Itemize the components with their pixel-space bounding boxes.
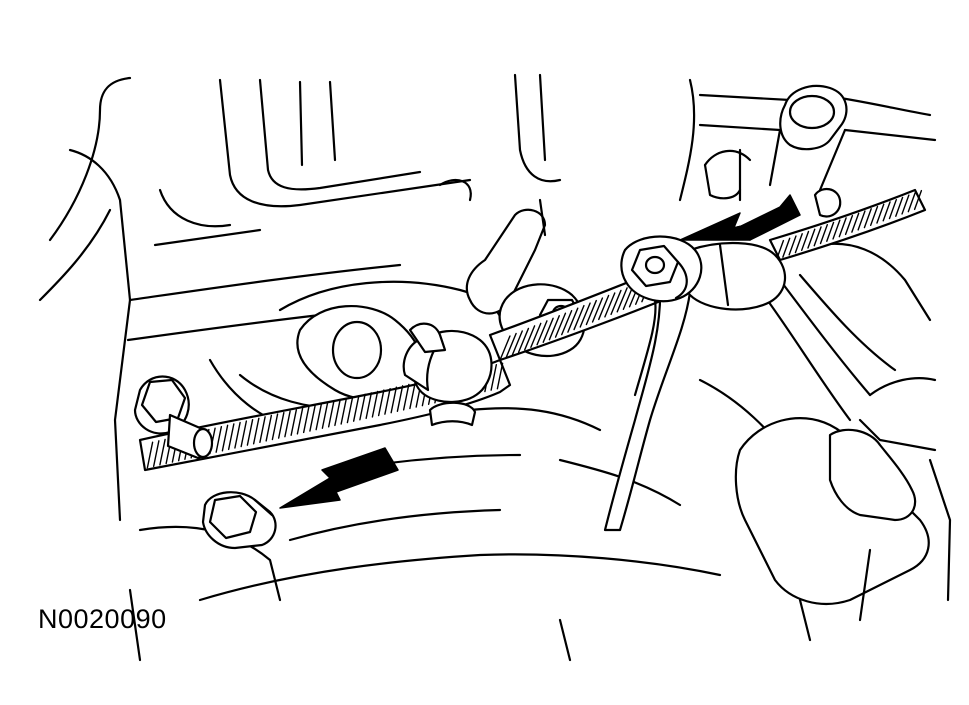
harness-rib xyxy=(530,322,542,348)
harness-rib xyxy=(598,294,610,321)
harness-rib xyxy=(390,386,398,414)
harness-rib xyxy=(536,320,548,346)
harness-rib xyxy=(591,297,604,323)
harness-rib xyxy=(371,390,379,418)
harness-rib xyxy=(844,214,854,236)
harness-rib xyxy=(882,201,891,222)
harness-rib xyxy=(517,327,530,354)
left-stud xyxy=(133,375,214,460)
harness-rib xyxy=(876,203,885,224)
harness-rib xyxy=(284,410,291,438)
lower-arrow xyxy=(279,447,399,509)
harness-rib xyxy=(851,212,860,233)
harness-rib xyxy=(365,392,373,420)
harness-rib xyxy=(240,420,248,448)
harness-rib xyxy=(496,362,504,390)
harness-rib xyxy=(573,304,585,331)
harness-rib xyxy=(327,400,335,428)
harness-rib xyxy=(340,397,348,425)
harness-rib xyxy=(359,393,366,421)
harness-rib xyxy=(499,335,511,361)
harness-rib xyxy=(548,315,560,341)
harness-rib xyxy=(396,385,404,413)
harness-rib xyxy=(346,396,354,424)
harness-rib xyxy=(813,226,822,247)
harness-rib xyxy=(554,312,567,338)
harness-rib xyxy=(579,302,591,328)
harness-rib xyxy=(807,228,816,249)
harness-rib xyxy=(819,223,829,245)
harness-rib xyxy=(794,233,803,254)
harness-rib xyxy=(542,317,554,343)
harness-rib xyxy=(832,219,841,240)
harness-rib xyxy=(227,423,235,451)
harness-rib xyxy=(857,210,866,231)
harness-rib xyxy=(152,440,160,468)
harness-rib xyxy=(271,413,279,441)
harness-rib xyxy=(895,196,904,217)
harness-rib xyxy=(913,189,923,211)
harness-rib xyxy=(309,404,316,432)
harness-rib xyxy=(352,395,360,422)
harness-rib xyxy=(604,292,616,318)
harness-rib xyxy=(869,205,879,227)
harness-rib xyxy=(246,418,254,446)
harness-rib xyxy=(252,417,260,445)
harness-rib xyxy=(826,221,835,242)
harness-rib xyxy=(782,237,791,258)
harness-rib xyxy=(524,325,536,351)
harness-rib xyxy=(334,399,341,427)
harness-rib xyxy=(265,414,273,442)
harness-rib xyxy=(800,230,810,252)
harness-rib xyxy=(788,235,797,256)
harness-rib xyxy=(511,330,523,356)
harness-rib xyxy=(159,438,166,466)
harness-rib xyxy=(221,424,229,452)
harness-rib xyxy=(234,421,241,449)
harness-rib xyxy=(838,217,847,238)
harness-rib xyxy=(616,287,628,313)
wiring-harness xyxy=(138,188,927,532)
harness-rib xyxy=(146,441,154,469)
harness-rib xyxy=(561,310,573,336)
harness-rib xyxy=(907,192,916,213)
harness-rib xyxy=(863,208,872,229)
harness-rib xyxy=(490,363,498,391)
harness-rib xyxy=(402,383,410,411)
harness-rib xyxy=(610,289,622,316)
harness-rib xyxy=(377,389,385,417)
harness-rib xyxy=(302,406,310,434)
harness-rib xyxy=(296,407,304,435)
harness-rib xyxy=(567,307,579,333)
figure-id-label: N0020090 xyxy=(38,604,167,634)
harness-rib xyxy=(409,382,416,410)
harness-rib xyxy=(259,416,266,444)
harness-rib xyxy=(901,194,910,215)
harness-rib xyxy=(384,387,391,415)
harness-rib xyxy=(215,426,223,453)
upper-arrow xyxy=(679,194,801,241)
harness-rib xyxy=(505,332,517,359)
lower-ground-nut xyxy=(201,491,277,550)
harness-rib xyxy=(585,299,597,326)
upper-ground-nut xyxy=(620,235,703,303)
harness-rib xyxy=(321,402,329,429)
harness-rib xyxy=(888,198,898,220)
harness-rib xyxy=(290,409,298,436)
engine-block-outline xyxy=(38,73,952,662)
harness-rib xyxy=(277,411,285,439)
harness-rib xyxy=(315,403,323,431)
harness-rib xyxy=(775,239,785,261)
